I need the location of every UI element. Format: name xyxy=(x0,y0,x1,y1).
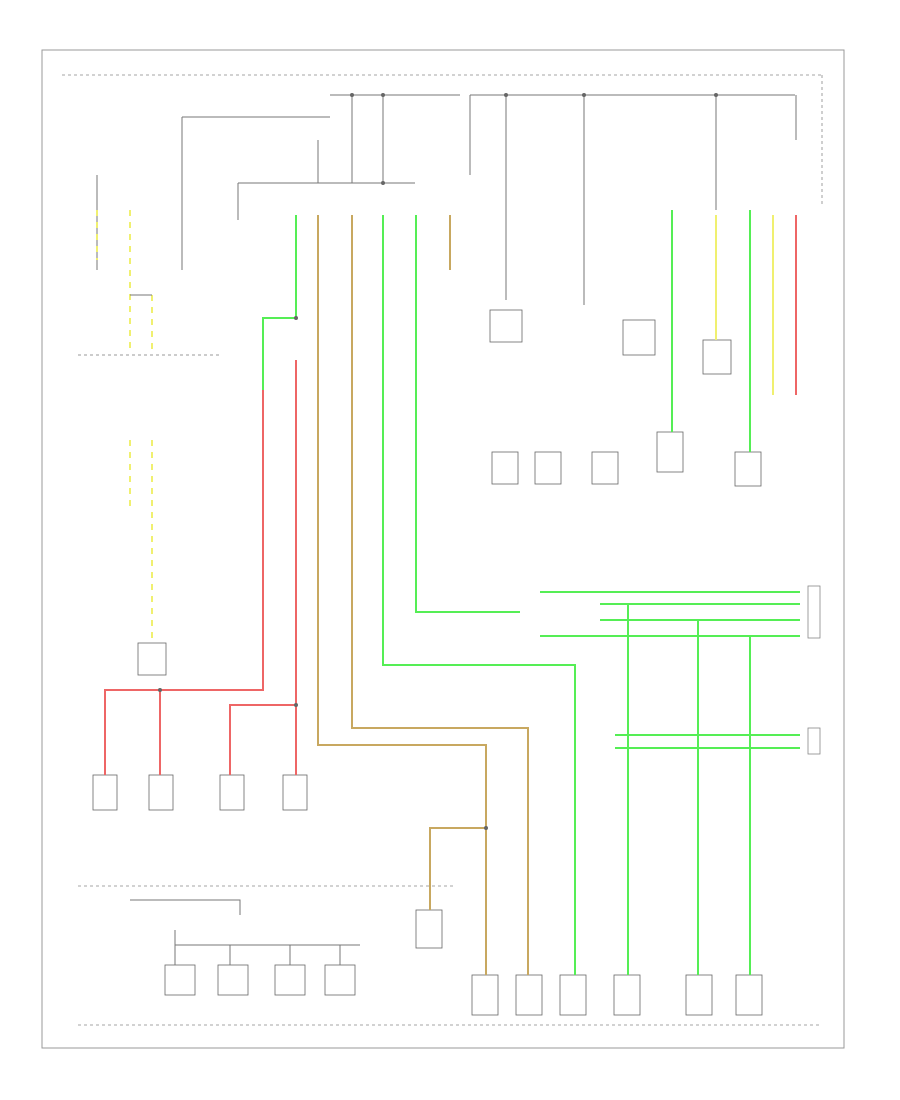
connector-right-upper xyxy=(807,585,821,755)
splices xyxy=(158,93,718,830)
left-wires xyxy=(78,175,220,640)
components xyxy=(92,309,763,1016)
yellow-right xyxy=(715,215,774,395)
green-wires xyxy=(262,210,800,975)
red-wires xyxy=(104,215,797,775)
tan-wires xyxy=(317,215,529,975)
diagram-frame xyxy=(41,49,845,1049)
top-bus xyxy=(181,94,795,270)
fuses xyxy=(317,95,797,305)
lower-left-area xyxy=(130,899,360,965)
